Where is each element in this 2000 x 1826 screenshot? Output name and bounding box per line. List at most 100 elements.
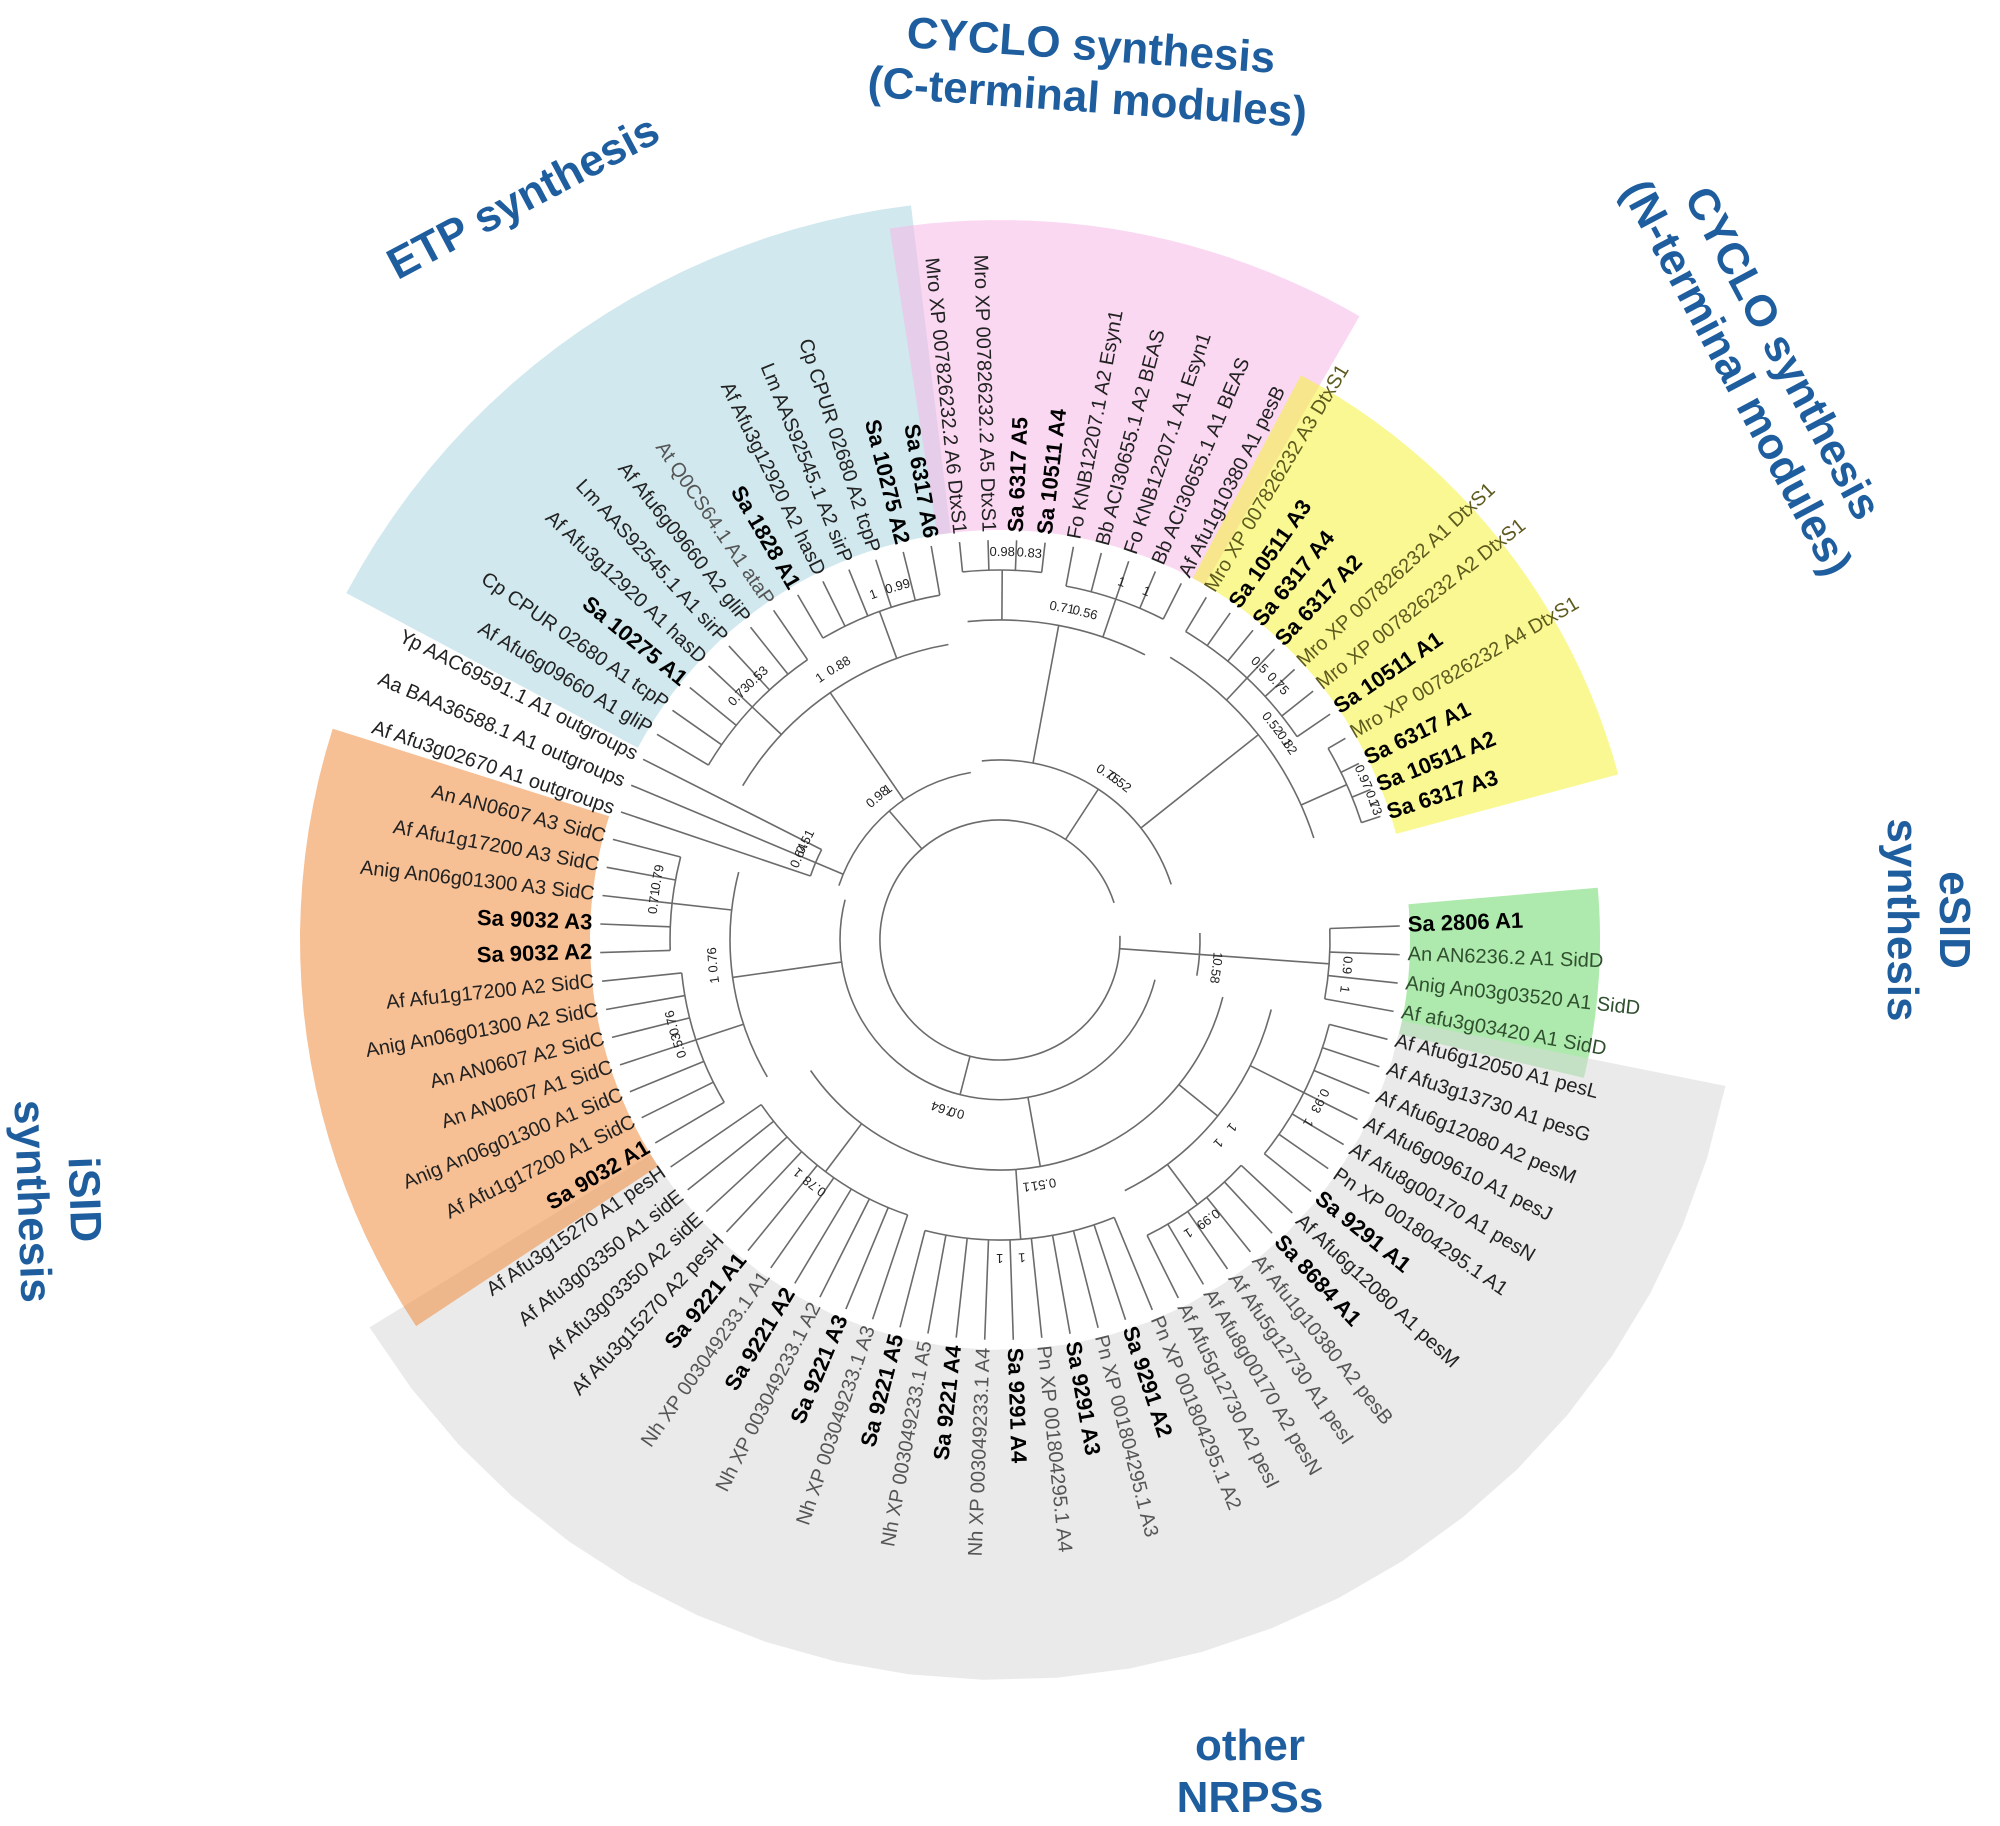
branch: [809, 996, 1224, 1171]
branch: [619, 1039, 697, 1066]
branch: [1249, 1064, 1305, 1094]
branch: [1027, 1097, 1042, 1167]
branch: [875, 559, 893, 608]
branch: [1328, 974, 1398, 984]
leaf-label: Sa 9032 A2: [476, 939, 592, 968]
support-value: 0.83: [1016, 544, 1042, 561]
clade-background-other: [369, 1020, 1726, 1680]
tree-branches: [600, 540, 1400, 1340]
leaf-label: Sa 6317 A5: [1003, 417, 1033, 533]
branch: [1291, 1113, 1345, 1146]
branch: [981, 759, 1172, 885]
root-arc: [879, 819, 1121, 1061]
support-value: 1: [867, 586, 879, 603]
support-value: 1: [813, 669, 827, 685]
branch: [641, 1081, 714, 1119]
branch: [1296, 713, 1331, 738]
branch: [1139, 571, 1157, 609]
branch: [1340, 762, 1360, 774]
branch: [959, 1055, 971, 1096]
support-value: 1: [1210, 952, 1225, 960]
leaf-label: Sa 9291 A4: [1003, 1347, 1032, 1464]
branch: [809, 849, 823, 877]
branch: [1329, 925, 1400, 930]
branch: [611, 1017, 690, 1039]
support-value: 0.93: [1308, 1086, 1333, 1115]
support-value: 0.71: [1048, 598, 1076, 617]
clade-background-esid: [1399, 887, 1600, 1078]
branch: [797, 594, 824, 639]
support-value: 0.51: [792, 827, 817, 856]
branch: [672, 709, 723, 746]
branch: [1263, 1153, 1312, 1193]
support-value: 1: [1181, 1225, 1195, 1242]
branch: [742, 643, 949, 787]
branch: [1300, 783, 1348, 806]
branch: [602, 972, 682, 982]
branch: [839, 899, 1156, 1101]
branch: [983, 1239, 990, 1340]
branch: [770, 1177, 835, 1269]
branch: [899, 1230, 926, 1328]
support-value: 1: [1116, 573, 1128, 590]
support-value: 1: [1018, 1250, 1026, 1265]
branch: [760, 1104, 908, 1216]
branch: [1187, 1210, 1229, 1270]
branch: [602, 894, 673, 905]
branch: [654, 1101, 725, 1144]
clade-background-isid: [300, 728, 658, 1327]
branch: [1140, 734, 1259, 829]
branch: [629, 1060, 705, 1093]
branch: [1115, 561, 1130, 600]
branch: [725, 1151, 803, 1233]
branch: [902, 551, 917, 601]
branch: [1119, 947, 1200, 956]
branch: [600, 923, 671, 928]
clade-title-line: synthesis: [1878, 819, 1927, 1022]
branch: [871, 1214, 909, 1320]
branch: [670, 1103, 762, 1168]
branch: [1014, 540, 1018, 571]
leaf-label: Sa 9032 A3: [477, 905, 593, 935]
support-value: 0.98: [990, 544, 1015, 559]
branch: [732, 961, 842, 979]
clade-title-cyclo_n: CYCLO synthesis(N-terminal modules): [1612, 147, 1908, 583]
branch: [927, 1234, 947, 1334]
support-value: 1: [1022, 1179, 1031, 1195]
branch: [687, 1120, 775, 1191]
clade-title-line: iSID: [59, 1156, 111, 1243]
branch: [878, 611, 898, 659]
branch: [845, 1207, 889, 1310]
branch: [1064, 788, 1099, 840]
support-value: 0.79: [648, 863, 667, 891]
branch: [1313, 1069, 1370, 1095]
support-value: 0.71: [645, 888, 663, 915]
support-value: 0.76: [661, 1009, 682, 1037]
clade-title-etp: ETP synthesis: [379, 105, 667, 289]
branch: [1329, 1023, 1388, 1041]
branch: [656, 733, 709, 766]
branch: [1199, 953, 1330, 965]
branch: [728, 645, 771, 691]
branch: [671, 902, 732, 911]
support-value: 1: [706, 975, 722, 984]
branch: [612, 838, 681, 858]
support-value: 1: [1337, 985, 1353, 994]
branch: [630, 784, 816, 864]
branch: [606, 866, 676, 881]
branch: [930, 545, 941, 596]
branch: [824, 1123, 863, 1173]
branch: [1040, 542, 1046, 573]
branch: [1205, 1196, 1252, 1253]
branch: [888, 810, 923, 850]
branch: [1327, 737, 1346, 750]
branch: [955, 1238, 968, 1338]
branch: [1351, 788, 1371, 798]
branch: [1072, 1230, 1099, 1328]
branch: [680, 972, 725, 1103]
support-value: 1: [1224, 1120, 1240, 1135]
support-value: 1: [790, 1165, 805, 1181]
leaf-label: Sa 2806 A1: [1407, 908, 1523, 937]
branch: [1223, 1181, 1273, 1234]
